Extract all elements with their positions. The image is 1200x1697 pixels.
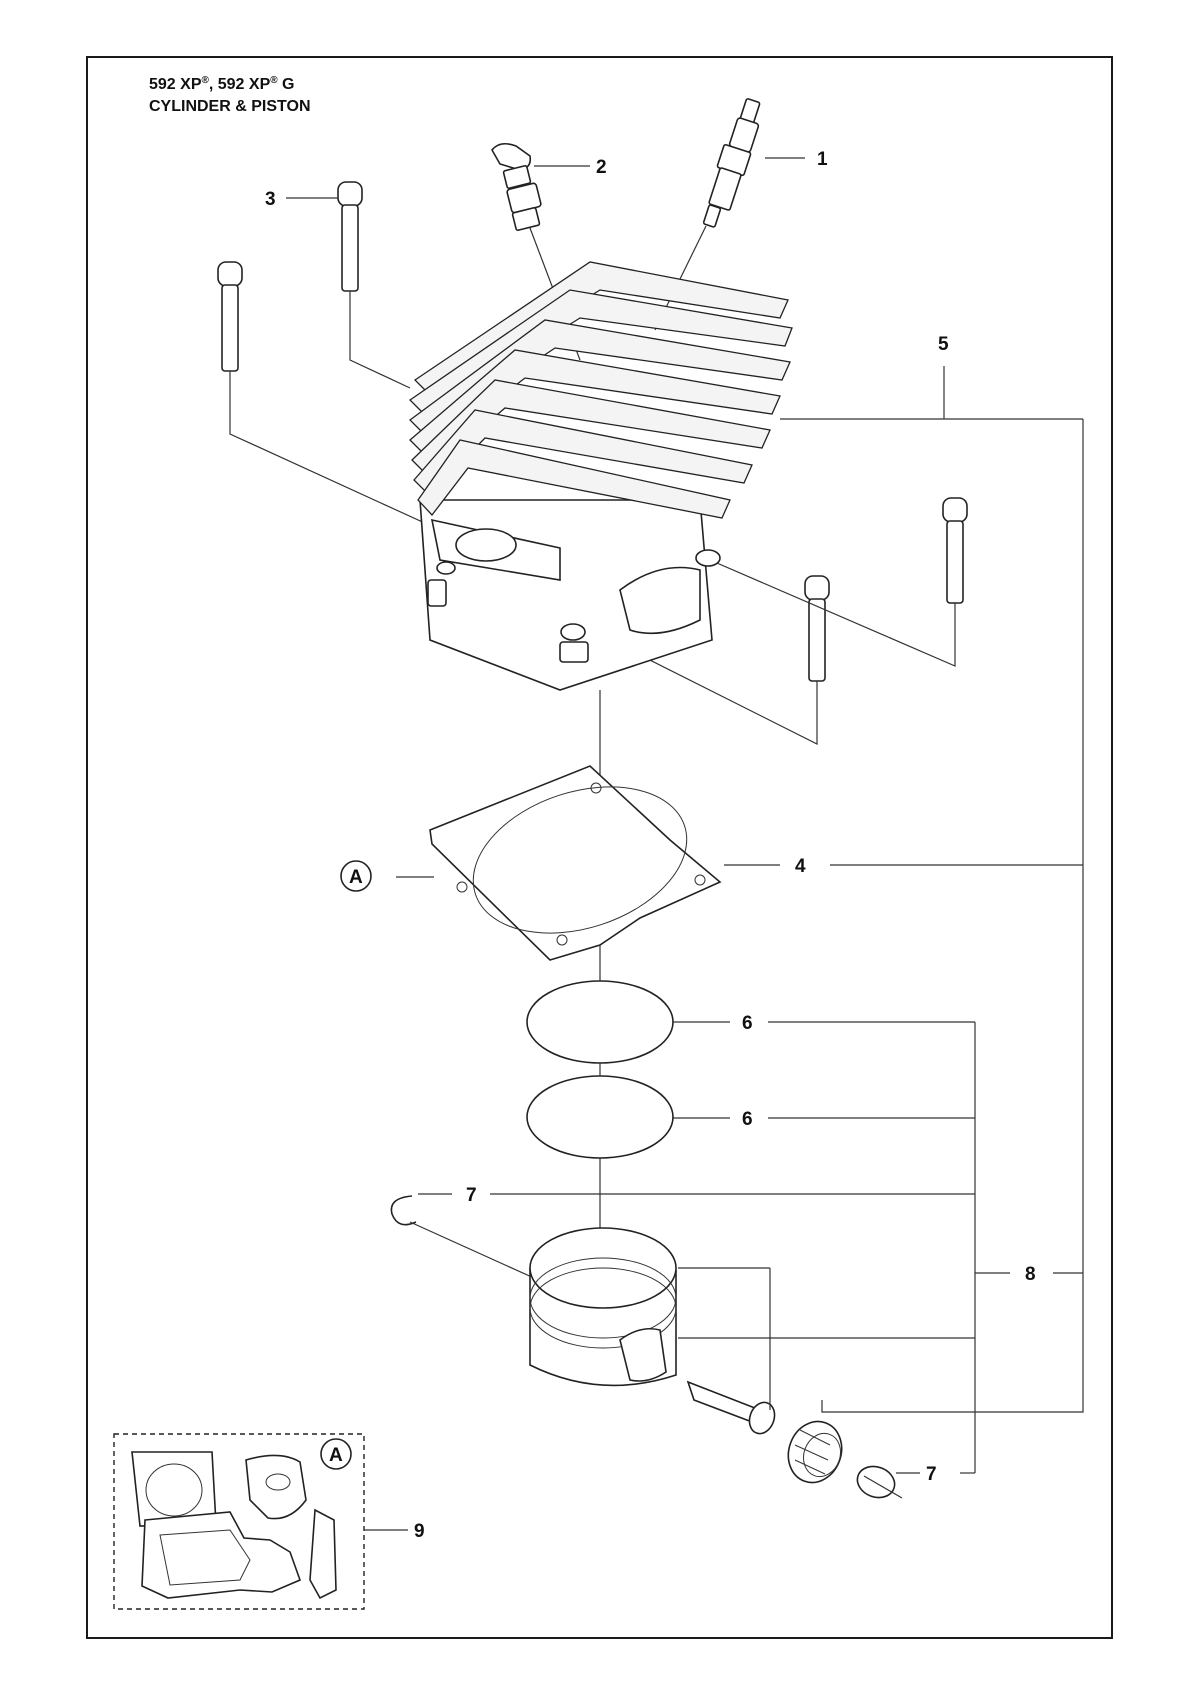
callout-7-lower: 7 bbox=[926, 1464, 937, 1485]
circlip-1[interactable] bbox=[390, 1195, 417, 1226]
leader-screw-1 bbox=[349, 291, 411, 389]
callout-7-upper: 7 bbox=[466, 1185, 477, 1206]
leader-7a-drop bbox=[409, 1221, 546, 1284]
cylinder[interactable] bbox=[408, 261, 793, 691]
ref-a-circle-main bbox=[340, 860, 372, 892]
gasket-kit[interactable] bbox=[131, 1451, 337, 1600]
decompression-valve[interactable] bbox=[491, 142, 542, 232]
needle-bearing[interactable] bbox=[780, 1414, 850, 1490]
page-frame bbox=[86, 56, 1113, 1639]
cylinder-screw-3[interactable] bbox=[942, 497, 968, 604]
piston-ring-2[interactable] bbox=[526, 1075, 674, 1159]
cylinder-screw-4[interactable] bbox=[804, 575, 830, 682]
cylinder-gasket[interactable] bbox=[429, 761, 722, 961]
gasket-kit-box bbox=[113, 1433, 365, 1610]
leader-screw-2 bbox=[229, 371, 441, 531]
ref-a-label-main: A bbox=[349, 867, 363, 888]
ref-a-circle-kit bbox=[320, 1438, 352, 1470]
cylinder-screw-2[interactable] bbox=[217, 261, 243, 372]
callout-9: 9 bbox=[414, 1521, 425, 1542]
model-line: 592 XP®, 592 XP® G bbox=[149, 75, 295, 93]
callout-5: 5 bbox=[938, 334, 949, 355]
cylinder-screw-1[interactable] bbox=[337, 181, 363, 292]
callout-6-upper: 6 bbox=[742, 1013, 753, 1034]
spark-plug[interactable] bbox=[702, 98, 761, 228]
callout-3: 3 bbox=[265, 189, 276, 210]
section-title: CYLINDER & PISTON bbox=[149, 98, 311, 115]
callout-6-lower: 6 bbox=[742, 1109, 753, 1130]
leader-screw-3 bbox=[709, 559, 956, 667]
callout-2: 2 bbox=[596, 157, 607, 178]
piston[interactable] bbox=[529, 1227, 677, 1387]
piston-pin[interactable] bbox=[686, 1380, 779, 1437]
callout-8: 8 bbox=[1025, 1264, 1036, 1285]
page-title: 592 XP®, 592 XP® G CYLINDER & PISTON bbox=[149, 70, 311, 118]
callout-4: 4 bbox=[795, 856, 806, 877]
leader-7b-shaft bbox=[863, 1475, 903, 1499]
callout-1: 1 bbox=[817, 149, 828, 170]
ref-a-label-kit: A bbox=[329, 1445, 343, 1466]
leader-kit-bracket bbox=[821, 419, 1084, 1413]
leader-screw-4 bbox=[609, 639, 818, 745]
circlip-2[interactable] bbox=[853, 1461, 899, 1502]
piston-ring-1[interactable] bbox=[526, 980, 674, 1064]
